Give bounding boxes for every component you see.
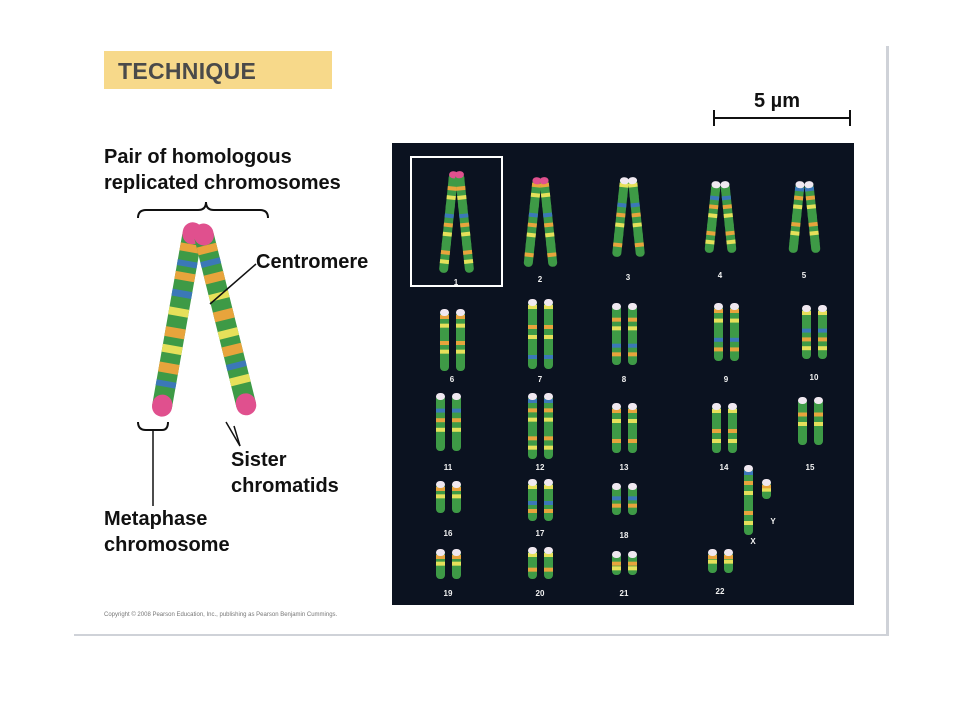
karyotype-chromatid — [802, 305, 811, 359]
metaphase-chromosome-label: Metaphase chromosome — [104, 506, 230, 558]
centromere-leader — [209, 263, 257, 305]
chromosome-number: 6 — [449, 375, 455, 384]
chromosome-number: 20 — [535, 589, 545, 598]
chromosome-number: 12 — [535, 463, 545, 472]
chromosome-right — [193, 223, 257, 416]
karyotype-chromatid — [628, 303, 637, 365]
chromosome-number: 18 — [619, 531, 629, 540]
karyotype-chromatid — [523, 177, 542, 267]
scale-bar — [713, 110, 851, 126]
karyotype-chromatid — [612, 403, 621, 453]
karyotype-chromatid — [436, 549, 445, 579]
chromosome-number: 5 — [801, 271, 807, 280]
chromosome-number: 13 — [619, 463, 629, 472]
karyotype-chromatid — [528, 547, 537, 579]
karyotype-chromatid — [612, 303, 621, 365]
chromosome-number: 7 — [537, 375, 543, 384]
karyotype-chromatid — [730, 303, 739, 361]
sister-label-line1: Sister — [231, 449, 287, 471]
sister-leader-1 — [225, 421, 241, 447]
karyotype-chromatid — [544, 393, 553, 459]
homologous-pair-diagram — [137, 110, 851, 506]
karyotype-chromatid — [744, 465, 753, 535]
chromosome-number: 22 — [715, 587, 725, 596]
karyotype-chromatid — [436, 393, 445, 451]
copyright-notice: Copyright © 2008 Pearson Education, Inc.… — [104, 612, 338, 618]
centromere-label: Centromere — [256, 251, 369, 273]
karyotype-chromatid — [814, 397, 823, 445]
chromosome-number: 15 — [805, 463, 815, 472]
metaphase-label-line1: Metaphase — [104, 508, 208, 530]
chromosome-x-label: X — [750, 537, 756, 546]
chromosome-number: 21 — [619, 589, 629, 598]
karyotype-chromatid — [728, 403, 737, 453]
pair-label-line2: replicated chromosomes — [104, 172, 341, 194]
chromosome-number: 4 — [717, 271, 723, 280]
metaphase-bracket — [137, 421, 169, 431]
karyotype-chromatid — [612, 177, 629, 257]
karyotype-chromatid — [454, 171, 474, 273]
karyotype-chromatid — [612, 483, 621, 515]
chromosome-y-label: Y — [770, 517, 776, 526]
karyotype-chromatid — [528, 299, 537, 369]
chromosome-number: 16 — [443, 529, 453, 538]
chromosome-number: 9 — [723, 375, 729, 384]
karyotype-chromatid — [712, 403, 721, 453]
karyotype-chromatid — [628, 483, 637, 515]
karyotype-chromatid — [436, 481, 445, 513]
chromosome-number: 19 — [443, 589, 453, 598]
chromosome-left — [152, 222, 203, 417]
metaphase-label-line2: chromosome — [104, 534, 230, 556]
scale-bar-label: 5 µm — [754, 90, 800, 112]
karyotype-chromatid — [628, 177, 645, 257]
karyotype-chromatid — [528, 479, 537, 521]
karyotype-chromatid — [440, 309, 449, 371]
chromosome-number: 3 — [625, 273, 631, 282]
chromosome-number: 1 — [453, 278, 459, 287]
chromosome-number: 17 — [535, 529, 545, 538]
karyotype-chromatid — [714, 303, 723, 361]
chromosome-number: 2 — [537, 275, 543, 284]
karyotype-chromatid — [452, 393, 461, 451]
chromosome-number: 8 — [621, 375, 627, 384]
karyotype-chromatid — [452, 549, 461, 579]
karyotype-chromatid — [544, 479, 553, 521]
pair-bracket — [137, 201, 269, 219]
karyotype-chromatid — [456, 309, 465, 371]
karyotype-chromatid — [804, 181, 821, 253]
chromosome-number: 10 — [809, 373, 819, 382]
karyotype-chromatid — [704, 181, 721, 253]
figure: TECHNIQUE — [74, 46, 889, 636]
karyotype-chromatid — [720, 181, 737, 253]
chromosome-1-highlight — [410, 156, 503, 287]
chromosome-number: 11 — [443, 463, 453, 472]
karyotype-chromatid — [628, 551, 637, 575]
karyotype-chromatid — [528, 393, 537, 459]
sister-chromatids-label: Sister chromatids — [231, 447, 339, 499]
chromosome-number: 14 — [719, 463, 729, 472]
karyotype-chromatid — [544, 547, 553, 579]
karyotype-chromatid — [818, 305, 827, 359]
karyotype-chromatid — [788, 181, 805, 253]
pair-label-line1: Pair of homologous — [104, 146, 292, 168]
karyotype-chromatid — [452, 481, 461, 513]
karyotype-chromatid — [544, 299, 553, 369]
karyotype-chromatid — [628, 403, 637, 453]
karyotype-chromatid — [724, 549, 733, 573]
technique-banner: TECHNIQUE — [104, 51, 332, 89]
karyotype-chromosomes — [436, 171, 827, 579]
karyotype-chromatid — [708, 549, 717, 573]
karyotype-chromatid — [798, 397, 807, 445]
karyotype-chromatid — [539, 177, 558, 267]
pair-label: Pair of homologous replicated chromosome… — [104, 144, 341, 196]
karyotype-chromatid — [612, 551, 621, 575]
sister-label-line2: chromatids — [231, 475, 339, 497]
karyotype-chromatid — [762, 479, 771, 499]
sister-leader-2 — [233, 425, 241, 447]
